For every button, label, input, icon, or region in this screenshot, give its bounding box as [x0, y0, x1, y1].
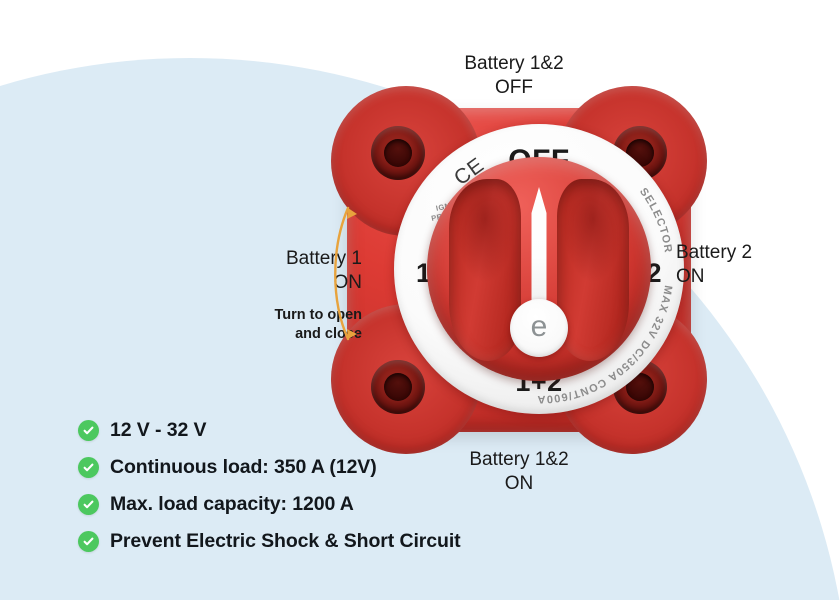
check-icon — [78, 457, 99, 478]
feature-list: 12 V - 32 V Continuous load: 350 A (12V)… — [78, 412, 461, 560]
feature-label: 12 V - 32 V — [110, 419, 207, 441]
callout-battery-2-on: Battery 2 ON — [676, 241, 826, 290]
check-icon — [78, 420, 99, 441]
callout-right-line1: Battery 2 — [676, 242, 753, 263]
callout-top-line1: Battery 1&2 — [464, 53, 564, 74]
callout-right-line2: ON — [676, 266, 705, 288]
callout-battery-1-on: Battery 1 ON — [202, 247, 362, 296]
rotation-arrow-icon — [334, 206, 357, 341]
knob-grip-right — [557, 179, 629, 361]
check-icon — [78, 531, 99, 552]
brand-logo-e: e — [530, 310, 548, 343]
check-icon — [78, 494, 99, 515]
callout-bottom-line1: Battery 1&2 — [469, 449, 569, 470]
callout-battery-1and2-on: Battery 1&2 ON — [409, 448, 629, 497]
battery-switch-product: SELECTOR MAX 32V DC/350A CONT/600A INT S… — [331, 86, 707, 454]
switch-body-plate: SELECTOR MAX 32V DC/350A CONT/600A INT S… — [331, 86, 707, 454]
feature-label: Prevent Electric Shock & Short Circuit — [110, 530, 461, 552]
feature-label: Max. load capacity: 1200 A — [110, 493, 354, 515]
mounting-hole-bottom-left — [371, 360, 425, 414]
callout-left-line2: ON — [333, 272, 363, 294]
mounting-hole-top-left — [371, 126, 425, 180]
rotary-knob[interactable]: e — [427, 157, 651, 381]
callout-bottom-line2: ON — [504, 473, 534, 495]
list-item: Prevent Electric Shock & Short Circuit — [78, 523, 461, 560]
dial-face: SELECTOR MAX 32V DC/350A CONT/600A INT S… — [394, 124, 684, 414]
list-item: Continuous load: 350 A (12V) — [78, 449, 461, 486]
callout-battery-1and2-off: Battery 1&2 OFF — [404, 52, 624, 101]
feature-label: Continuous load: 350 A (12V) — [110, 456, 377, 478]
knob-pointer: e — [507, 187, 571, 357]
callout-top-line2: OFF — [495, 77, 533, 99]
list-item: Max. load capacity: 1200 A — [78, 486, 461, 523]
list-item: 12 V - 32 V — [78, 412, 461, 449]
pointer-needle — [531, 187, 547, 305]
knob-grip-left — [449, 179, 521, 361]
pointer-hub: e — [510, 299, 568, 357]
callout-left-line1: Battery 1 — [285, 248, 362, 269]
